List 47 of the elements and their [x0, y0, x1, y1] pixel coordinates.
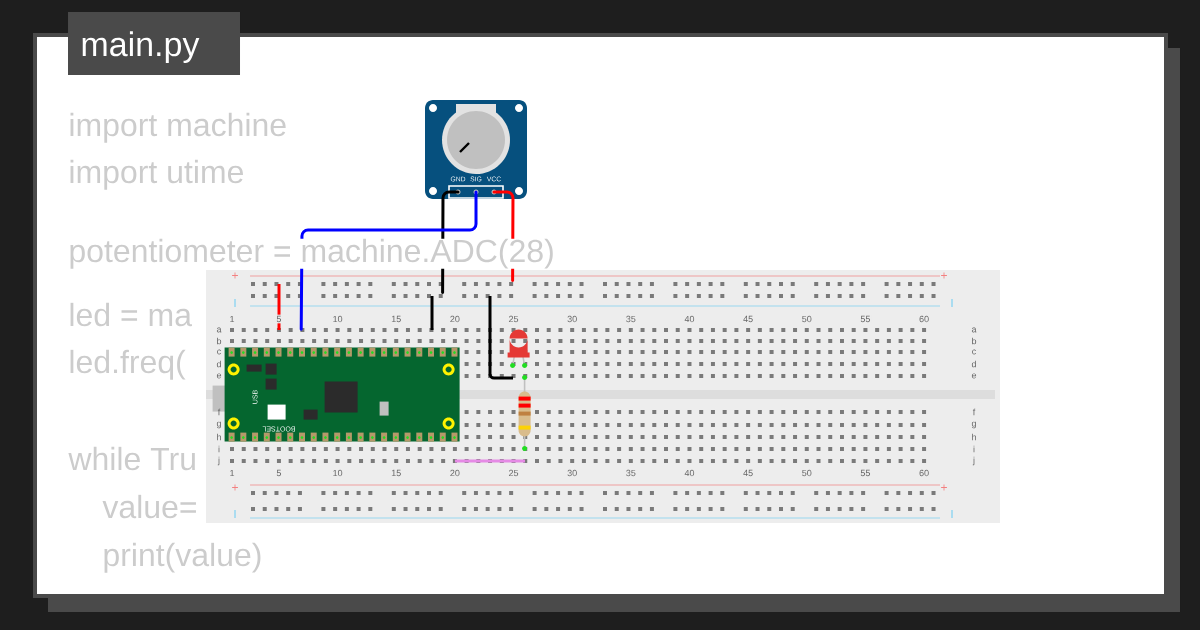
column-number: 25: [508, 469, 519, 477]
column-number: 1: [228, 314, 236, 324]
row-letter: a: [971, 327, 977, 333]
column-number: 60: [919, 469, 929, 477]
column-number: 5: [276, 469, 282, 477]
column-number: 15: [391, 469, 401, 477]
column-number: 50: [802, 469, 812, 477]
column-number: 40: [684, 469, 695, 477]
row-letter: b: [972, 337, 977, 345]
column-number: 10: [333, 469, 343, 477]
potentiometer-drawing: [425, 100, 527, 199]
column-number: 40: [683, 314, 696, 324]
rail-sign: +: [941, 272, 947, 279]
column-number: 55: [859, 314, 872, 324]
rail-sign: +: [232, 484, 238, 491]
file-tab: main.py: [68, 12, 240, 75]
microcontroller-board-drawing: [212, 347, 460, 442]
column-number: 10: [331, 314, 344, 324]
row-letter: f: [972, 408, 976, 416]
row-letter: d: [971, 360, 976, 368]
row-letter: j: [217, 456, 220, 466]
column-number: 30: [567, 469, 577, 477]
row-letter: g: [971, 421, 976, 429]
column-number: 45: [741, 314, 755, 324]
column-number: 20: [450, 469, 460, 477]
wire: [299, 190, 478, 331]
row-letter: h: [972, 433, 976, 441]
column-number: 35: [626, 469, 636, 477]
column-number: 30: [565, 314, 579, 324]
rail-sign: +: [941, 484, 947, 491]
column-number: 20: [448, 314, 462, 324]
row-letter: a: [216, 327, 222, 333]
column-number: 15: [390, 314, 403, 324]
row-letter: j: [972, 456, 975, 466]
column-number: 50: [800, 314, 813, 324]
column-number: 55: [860, 469, 871, 477]
resistor-drawing: [518, 375, 531, 452]
row-letter: b: [217, 337, 222, 345]
column-number: 5: [275, 314, 283, 324]
led-drawing: [507, 329, 530, 369]
column-number: 1: [230, 469, 235, 477]
column-number: 60: [917, 314, 931, 324]
column-number: 45: [743, 469, 753, 477]
row-letter: e: [971, 373, 977, 379]
rail-sign: +: [232, 272, 238, 279]
column-number: 35: [624, 314, 638, 324]
row-letter: c: [972, 349, 976, 355]
